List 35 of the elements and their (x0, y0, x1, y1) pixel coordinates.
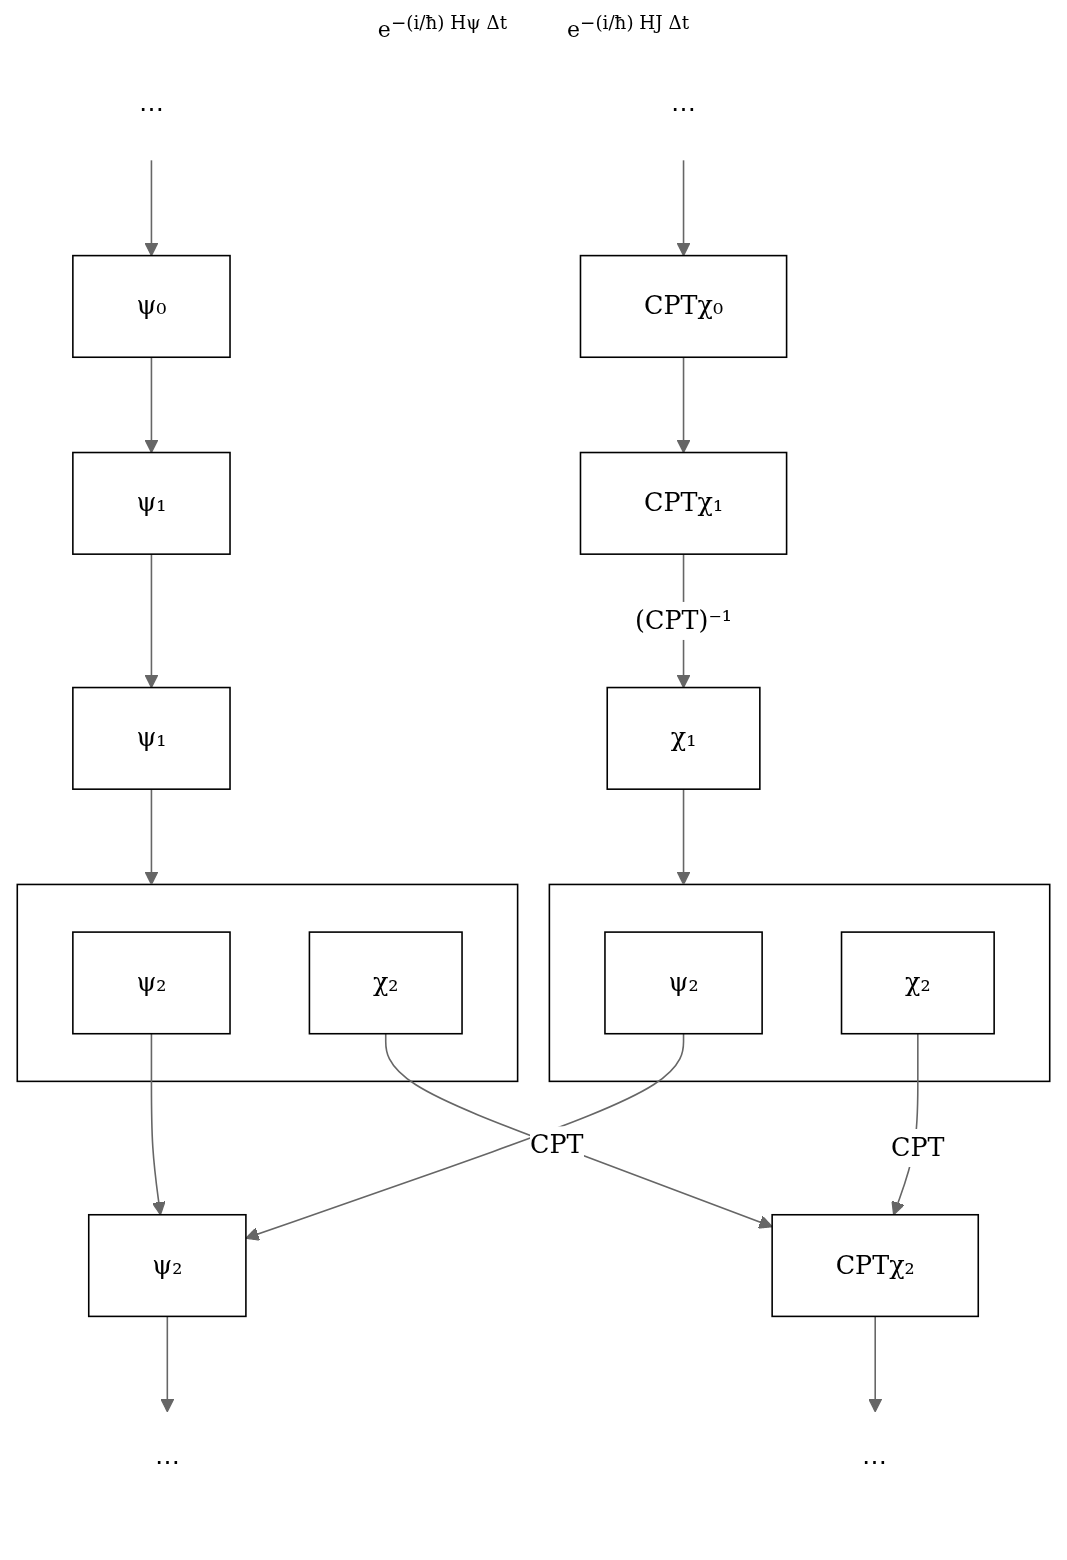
node-box: ψ₀ (72, 255, 231, 359)
arrow (150, 1033, 166, 1216)
arrow (144, 788, 159, 886)
node-text: ⋯ (154, 1446, 181, 1478)
node-box: ψ₂ (72, 931, 231, 1035)
formula-label: e$^{−(i/ħ) HJ Δt}$ (567, 12, 690, 43)
node-text: ⋯ (670, 93, 697, 125)
cluster (548, 884, 1051, 1083)
arrow (160, 1315, 175, 1413)
arrow (676, 788, 691, 886)
node-box: χ₁ (606, 687, 761, 791)
node-box: ψ₂ (87, 1214, 247, 1318)
node-box: ψ₂ (604, 931, 763, 1035)
formula-label: e$^{−(i/ħ) Hψ Δt}$ (377, 12, 507, 43)
edge-label: (CPT)⁻¹ (635, 605, 732, 636)
arrow (144, 159, 159, 257)
arrow (144, 356, 159, 454)
node-box: χ₂ (308, 931, 463, 1035)
cluster (16, 884, 519, 1083)
node-box: χ₂ (840, 931, 995, 1035)
arrow (676, 159, 691, 257)
arrow (676, 356, 691, 454)
arrow (868, 1315, 883, 1413)
arrow (245, 1033, 685, 1242)
node-box: ψ₁ (72, 452, 231, 556)
edge-label: CPT (891, 1132, 945, 1163)
node-text: ⋯ (138, 93, 165, 125)
node-box: CPTχ₀ (579, 255, 788, 359)
node-box: CPTχ₂ (771, 1214, 980, 1318)
arrow (384, 1033, 773, 1230)
node-text: ⋯ (862, 1446, 888, 1478)
node-box: ψ₁ (72, 687, 231, 791)
node-box: CPTχ₁ (579, 452, 788, 556)
edge-label: CPT (529, 1129, 584, 1160)
arrow (144, 553, 159, 689)
